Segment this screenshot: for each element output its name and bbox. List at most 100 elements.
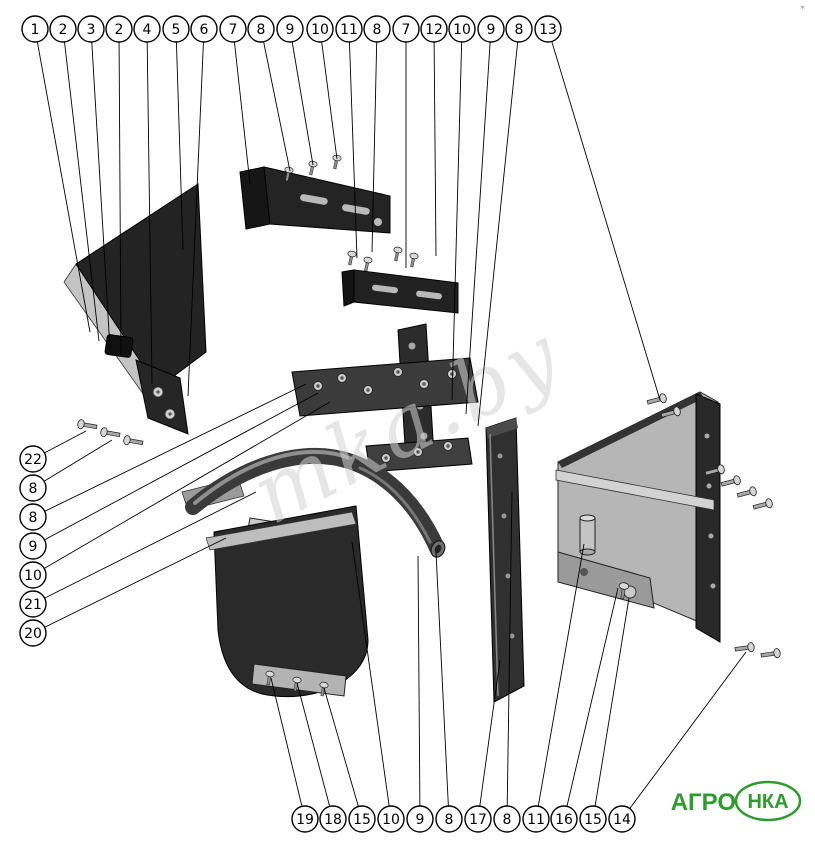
bolt (751, 497, 774, 513)
callout-7: 7 (219, 15, 251, 185)
svg-text:21: 21 (24, 597, 42, 613)
callout-9: 9 (465, 15, 505, 415)
callout-8: 8 (19, 383, 307, 531)
callout-19: 19 (270, 677, 319, 833)
spacer-cylinder (579, 517, 596, 553)
corner-mark: * (800, 4, 805, 15)
callout-11: 11 (335, 15, 363, 259)
callout-10: 10 (351, 541, 405, 833)
svg-text:15: 15 (584, 812, 602, 828)
svg-text:8: 8 (445, 812, 454, 828)
callout-8: 8 (477, 15, 533, 427)
svg-text:12: 12 (425, 22, 443, 38)
svg-text:6: 6 (200, 22, 209, 38)
narrow-vertical-panel (485, 417, 525, 703)
svg-text:11: 11 (340, 22, 358, 38)
screw (345, 250, 358, 266)
callout-10: 10 (19, 401, 331, 589)
callout-8: 8 (363, 15, 391, 253)
support-tube (181, 447, 446, 558)
cross-bar (555, 469, 715, 511)
bolt (760, 647, 782, 661)
bottom-fender-panel (205, 505, 369, 698)
svg-text:16: 16 (555, 812, 573, 828)
svg-text:8: 8 (373, 22, 382, 38)
logo-oval (734, 780, 802, 822)
slot (372, 284, 398, 294)
svg-text:7: 7 (402, 22, 411, 38)
svg-text:8: 8 (503, 812, 512, 828)
callout-8: 8 (435, 551, 463, 833)
bolt (122, 434, 144, 448)
callout-13: 13 (534, 15, 661, 401)
callout-11: 11 (522, 543, 585, 833)
callout-20: 20 (19, 537, 227, 647)
panel-edge-strip (205, 511, 357, 551)
callout-8: 8 (247, 15, 291, 172)
exploded-drawing (63, 154, 782, 703)
slot (342, 204, 370, 215)
panel-clip (104, 334, 134, 358)
svg-text:18: 18 (324, 812, 342, 828)
svg-text:20: 20 (24, 626, 42, 642)
svg-text:2: 2 (59, 22, 68, 38)
svg-text:10: 10 (311, 22, 329, 38)
slot (416, 290, 442, 300)
svg-text:13: 13 (539, 22, 557, 38)
bolt (734, 641, 756, 655)
svg-text:10: 10 (453, 22, 471, 38)
svg-text:22: 22 (24, 452, 42, 468)
screw (391, 246, 404, 262)
screw (407, 252, 420, 268)
svg-text:4: 4 (143, 22, 152, 38)
svg-text:9: 9 (29, 539, 38, 555)
svg-text:8: 8 (29, 481, 38, 497)
screw (361, 256, 374, 272)
callout-9: 9 (276, 15, 314, 166)
svg-text:19: 19 (296, 812, 314, 828)
callout-7: 7 (392, 15, 420, 268)
callout-8: 8 (493, 491, 521, 833)
svg-text:2: 2 (115, 22, 124, 38)
svg-text:15: 15 (353, 812, 371, 828)
callout-6: 6 (187, 15, 218, 397)
svg-text:9: 9 (286, 22, 295, 38)
bolt (99, 426, 121, 440)
callout-5: 5 (162, 15, 190, 251)
callout-12: 12 (420, 15, 448, 257)
callout-21: 21 (19, 491, 257, 618)
callout-9: 9 (19, 392, 319, 560)
svg-text:3: 3 (87, 22, 96, 38)
callout-9: 9 (406, 555, 434, 833)
svg-text:10: 10 (382, 812, 400, 828)
callout-14: 14 (608, 651, 747, 833)
screw (330, 154, 343, 170)
svg-text:1: 1 (31, 22, 40, 38)
stud (313, 381, 323, 391)
lower-left-bracket (135, 359, 189, 435)
svg-text:11: 11 (527, 812, 545, 828)
bolt (735, 485, 758, 501)
svg-text:9: 9 (487, 22, 496, 38)
svg-text:5: 5 (172, 22, 181, 38)
callout-10: 10 (448, 15, 476, 401)
right-panel-top-edge (558, 392, 704, 468)
svg-text:10: 10 (24, 568, 42, 584)
callout-17: 17 (464, 659, 501, 833)
bolt (645, 392, 668, 408)
callout-4: 4 (133, 15, 161, 385)
callout-18: 18 (296, 682, 347, 833)
callout-2: 2 (49, 15, 100, 342)
svg-text:8: 8 (515, 22, 524, 38)
svg-text:8: 8 (29, 510, 38, 526)
svg-text:14: 14 (613, 812, 631, 828)
callout-22: 22 (19, 430, 87, 473)
bolt (76, 418, 98, 432)
callout-1: 1 (21, 15, 91, 333)
right-support-assembly (555, 391, 721, 643)
callout-16: 16 (550, 587, 619, 833)
callout-10: 10 (306, 15, 338, 160)
stud (337, 373, 347, 383)
